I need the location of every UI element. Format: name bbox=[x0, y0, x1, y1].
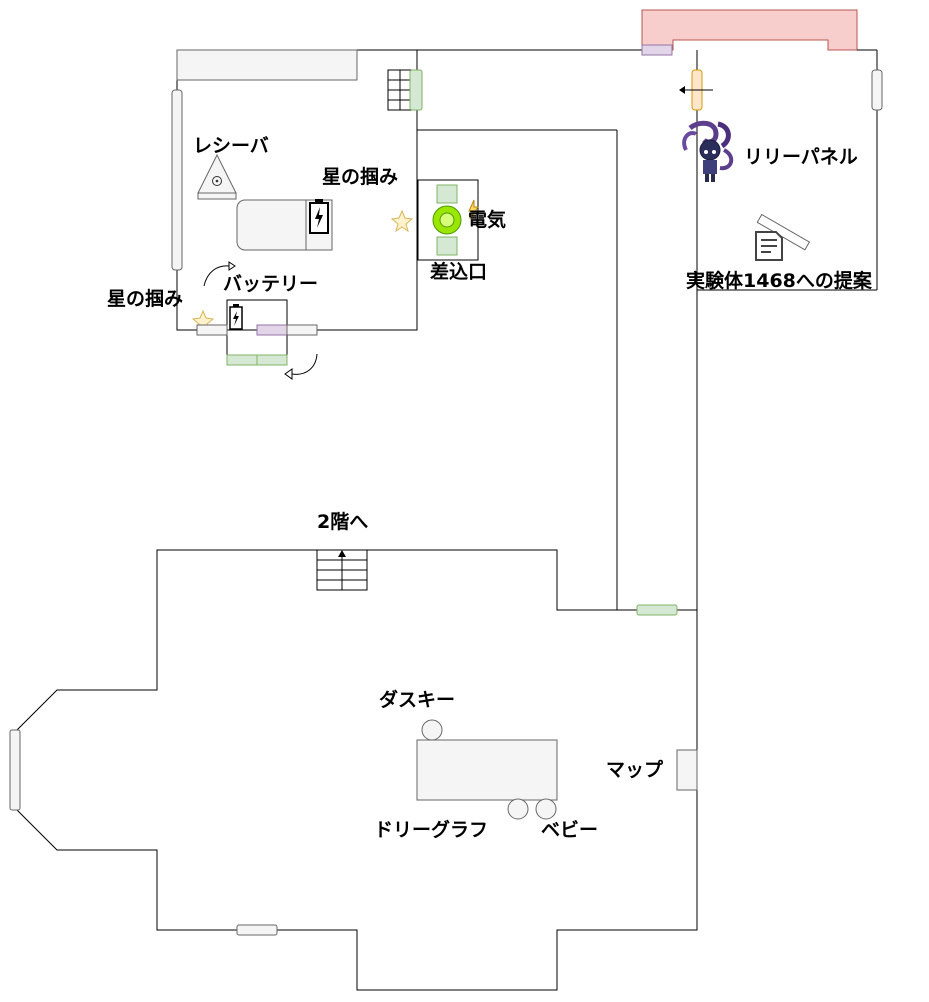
battery-label: バッテリー bbox=[223, 273, 318, 295]
curved-arrow-head bbox=[228, 261, 236, 271]
curved-arrow-icon bbox=[203, 265, 230, 287]
curved-arrow-head bbox=[284, 368, 293, 380]
receiver-label: レシーバ bbox=[193, 135, 269, 157]
big-room-bottom-door[interactable] bbox=[236, 924, 278, 936]
battery-door-right[interactable] bbox=[256, 354, 288, 366]
outlet-top-pad bbox=[436, 184, 458, 204]
red-block bbox=[641, 9, 858, 51]
outlet-label: 差込口 bbox=[430, 260, 487, 283]
map-label: マップ bbox=[606, 758, 664, 781]
stairs-icon bbox=[387, 69, 413, 111]
proposal-label: 実験体1468への提案 bbox=[686, 269, 873, 292]
outlet-icon bbox=[432, 205, 462, 235]
stairs-icon bbox=[316, 549, 368, 591]
bottom-wall-door-left[interactable] bbox=[196, 324, 228, 336]
bottom-wall-door-right[interactable] bbox=[286, 324, 318, 336]
spark-icon bbox=[468, 199, 479, 220]
battery-icon bbox=[309, 199, 329, 234]
baby-label: ベビー bbox=[541, 819, 598, 841]
left-window bbox=[171, 89, 183, 271]
dusky-seat bbox=[421, 719, 443, 741]
receiver-icon bbox=[197, 153, 237, 200]
to-2f-label: 2階へ bbox=[317, 511, 368, 533]
outlet-box bbox=[417, 179, 479, 261]
dolly-graph-label: ドリーグラフ bbox=[374, 818, 488, 841]
curved-arrow-icon bbox=[291, 353, 318, 375]
electricity-label: 電気 bbox=[468, 208, 506, 231]
top-left-shelf bbox=[176, 49, 358, 81]
battery-door-left[interactable] bbox=[226, 354, 258, 366]
top-left-door[interactable] bbox=[409, 69, 423, 111]
corridor-bottom-door[interactable] bbox=[636, 604, 678, 616]
map-board bbox=[676, 749, 698, 791]
lily-panel-label: リリーパネル bbox=[744, 146, 858, 168]
big-room-left-window bbox=[9, 729, 21, 811]
bottom-wall-door-purple[interactable] bbox=[256, 324, 288, 336]
star-icon bbox=[390, 209, 414, 233]
star-grip-label-2: 星の掴み bbox=[107, 287, 183, 310]
star-grip-label-1: 星の掴み bbox=[322, 165, 398, 188]
note-icon bbox=[755, 213, 811, 261]
battery-icon bbox=[229, 304, 243, 330]
table bbox=[416, 739, 558, 801]
big-room-wall bbox=[16, 549, 698, 991]
outlet-bottom-pad bbox=[436, 236, 458, 256]
baby-seat bbox=[535, 798, 557, 820]
top-door-purple[interactable] bbox=[641, 44, 673, 56]
dolly-graph-seat bbox=[507, 798, 529, 820]
character-sprite-icon bbox=[682, 120, 734, 182]
arrow-left-icon bbox=[679, 86, 713, 94]
right-room-window bbox=[871, 69, 883, 111]
dusky-label: ダスキー bbox=[379, 688, 455, 711]
